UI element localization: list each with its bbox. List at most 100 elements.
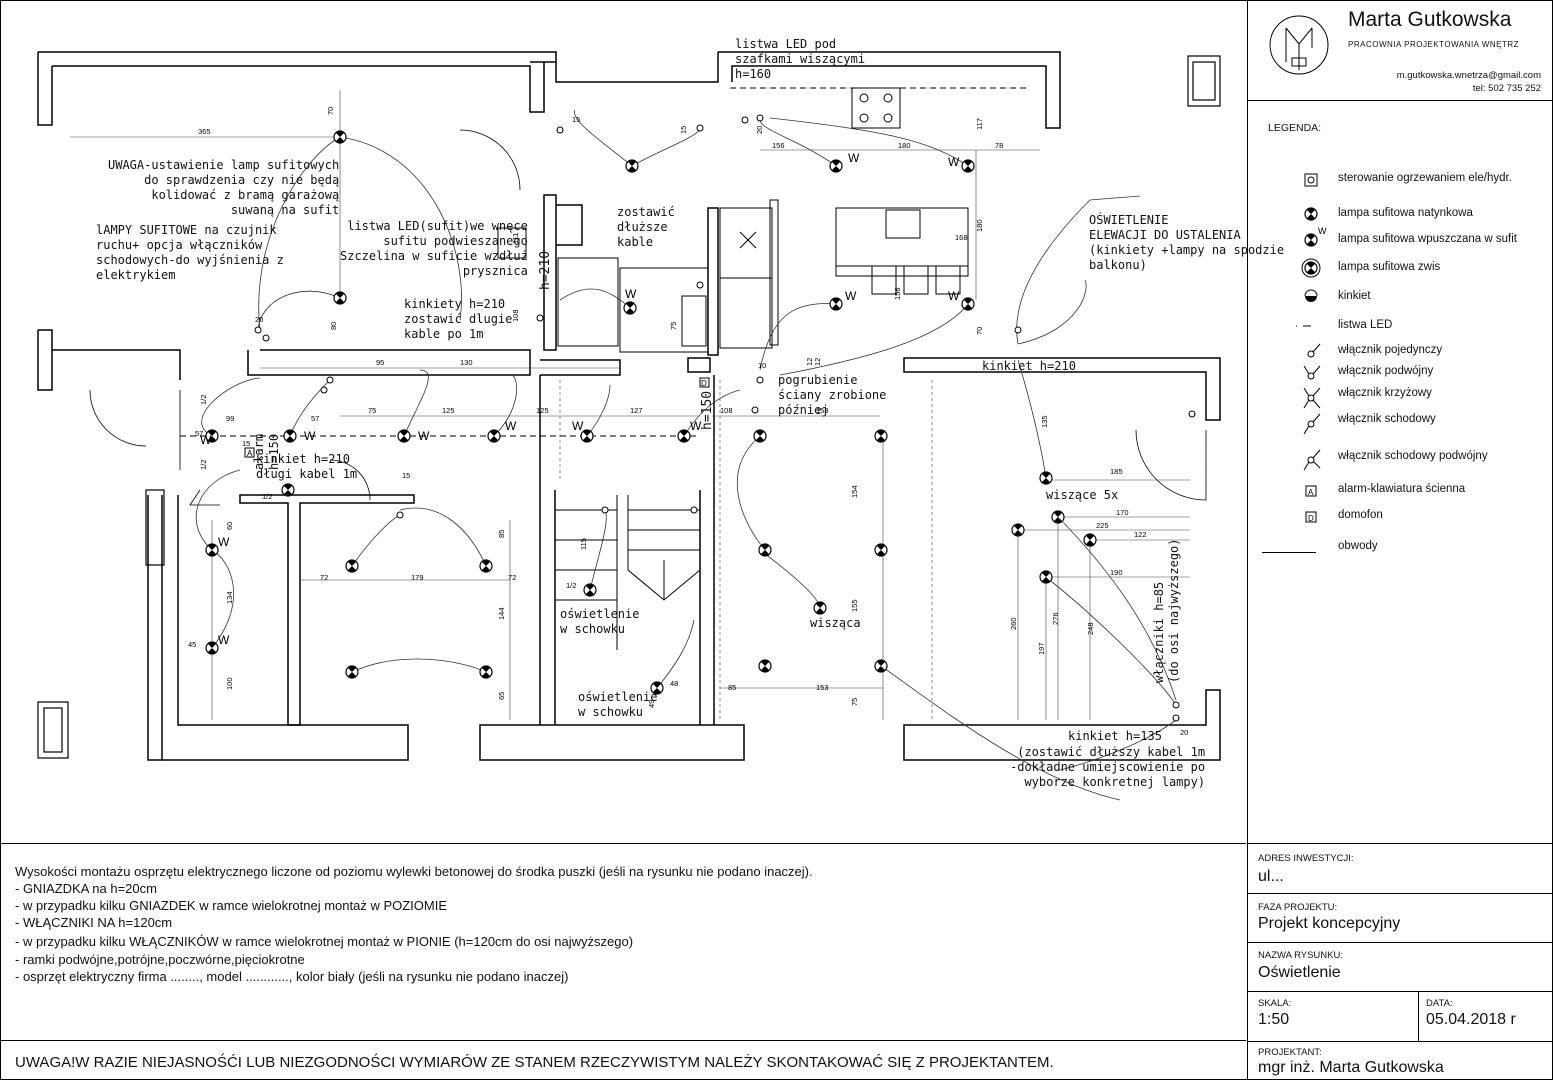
legend-item-double-stair-switch: włącznik schodowy podwójny (1338, 450, 1488, 462)
svg-text:48: 48 (670, 679, 678, 688)
single-switch-icon (1307, 343, 1321, 358)
svg-text:155: 155 (850, 599, 859, 612)
legend-item-heating: sterowanie ogrzewaniem ele/hydr. (1338, 172, 1512, 184)
svg-text:180: 180 (975, 219, 984, 232)
designer-value: mgr inż. Marta Gutkowska (1258, 1059, 1444, 1076)
brand-phone: tel: 502 735 252 (1472, 83, 1541, 94)
scale-value: 1:50 (1258, 1011, 1290, 1028)
svg-text:W: W (572, 419, 584, 433)
svg-text:78: 78 (995, 141, 1003, 150)
note-pendant: wisząca (810, 616, 861, 630)
legend-item-surface-lamp: lampa sufitowa natynkowa (1338, 207, 1473, 219)
svg-text:57: 57 (311, 414, 319, 423)
legend-item-circuits: obwody (1338, 540, 1378, 552)
door-swings (89, 129, 1207, 506)
svg-text:1/2: 1/2 (566, 581, 576, 590)
drawing-label: NAZWA RYSUNKU: (1258, 950, 1343, 961)
note-wall-lamp-210: kinkiet h=210 (982, 359, 1076, 373)
svg-text:20: 20 (755, 126, 764, 134)
svg-text:70: 70 (975, 327, 984, 335)
svg-text:1/2: 1/2 (199, 395, 208, 405)
svg-text:57: 57 (195, 429, 203, 438)
svg-text:134: 134 (225, 591, 234, 604)
stair-switch-icon (1303, 413, 1321, 435)
notes-divider (0, 1040, 1246, 1041)
note-line: - w przypadku kilku GNIAZDEK w ramce wie… (15, 898, 448, 913)
note-storage-light-2: oświetlenie w schowku (578, 690, 658, 719)
note-terrace-light: OŚWIETLENIE ELEWACJI DO USTALENIA (kinki… (1089, 213, 1285, 272)
svg-text:W: W (845, 289, 857, 303)
date-label: DATA: (1426, 998, 1453, 1009)
legend-symbols: W A D (1296, 173, 1327, 523)
svg-text:117: 117 (975, 118, 984, 130)
svg-text:D: D (1308, 514, 1314, 523)
svg-text:W: W (418, 429, 430, 443)
brand-logo-icon (1269, 15, 1329, 75)
svg-text:75: 75 (850, 698, 859, 706)
note-line: - ramki podwójne,potrójne,poczwórne,pięc… (15, 952, 305, 967)
legend-item-single-switch: włącznik pojedynczy (1338, 344, 1443, 356)
svg-text:179: 179 (411, 573, 424, 582)
legend-title: LEGENDA: (1268, 122, 1322, 134)
side-panel: Marta Gutkowska PRACOWNIA PROJEKTOWANIA … (1247, 0, 1553, 843)
svg-text:1/2: 1/2 (262, 492, 272, 501)
phase-value: Projekt koncepcyjny (1258, 915, 1401, 932)
svg-text:15: 15 (242, 439, 250, 448)
svg-text:15: 15 (572, 115, 580, 124)
svg-text:99: 99 (226, 414, 234, 423)
title-block: ADRES INWESTYCJI: ul... FAZA PROJEKTU: P… (1247, 843, 1553, 1080)
note-wall-lamp-135: kinkiet h=135 (1068, 729, 1162, 743)
svg-text:135: 135 (1040, 415, 1049, 428)
legend-item-intercom: domofon (1338, 509, 1383, 521)
staircase (555, 495, 701, 650)
svg-text:154: 154 (850, 485, 859, 498)
svg-text:276: 276 (1051, 612, 1060, 625)
recessed-ceiling-lamp-icon: W (1304, 226, 1327, 247)
note-line: - WŁĄCZNIKI NA h=120cm (15, 915, 173, 930)
scale-date-cell: SKALA: 1:50 DATA: 05.04.2018 r (1248, 992, 1553, 1042)
wall-lamp-icon (1304, 289, 1318, 302)
note-line: - w przypadku kilku WŁĄCZNIKÓW w ramce w… (15, 934, 634, 949)
svg-text:W: W (218, 633, 230, 647)
svg-text:108: 108 (720, 406, 733, 415)
designer-label: PROJEKTANT: (1258, 1047, 1322, 1058)
svg-text:130: 130 (460, 358, 473, 367)
svg-text:W: W (625, 287, 637, 301)
address-cell: ADRES INWESTYCJI: ul... (1248, 844, 1553, 894)
address-label: ADRES INWESTYCJI: (1258, 853, 1354, 864)
note-h150: h=150 (700, 390, 715, 430)
svg-text:248: 248 (1086, 622, 1095, 635)
svg-text:170: 170 (1116, 508, 1129, 517)
note-garage-warning: UWAGA-ustawienie lamp sufitowych do spra… (108, 158, 340, 217)
note-wall-lamps-bath: kinkiety h=210 zostawić dlugie kable po … (404, 297, 513, 341)
svg-text:156: 156 (772, 141, 785, 150)
svg-text:190: 190 (1110, 568, 1123, 577)
intercom-icon: D (1305, 511, 1317, 523)
svg-text:197: 197 (1037, 642, 1046, 655)
svg-text:10: 10 (758, 361, 766, 370)
note-switches-85: włączniki h=85 (do osi najwyższego) (1152, 538, 1181, 684)
note-pendants-5x: wiszące 5x (1046, 488, 1119, 502)
legend-item-double-switch: włącznik podwójny (1338, 365, 1434, 377)
svg-text:185: 185 (1110, 467, 1123, 476)
drawing-name-cell: NAZWA RYSUNKU: Oświetlenie (1248, 943, 1553, 992)
pendant-lamp-icon (1301, 258, 1321, 278)
svg-text:W: W (690, 419, 702, 433)
svg-text:85: 85 (497, 530, 506, 538)
svg-text:260: 260 (1009, 617, 1018, 630)
legend-item-cross-switch: włącznik krzyżowy (1338, 387, 1432, 399)
svg-text:W: W (505, 419, 517, 433)
legend-item-wall-lamp: kinkiet (1338, 290, 1371, 302)
brand-subtitle: PRACOWNIA PROJEKTOWANIA WNĘTRZ (1348, 40, 1520, 49)
legend-item-pendant-lamp: lampa sufitowa zwis (1338, 261, 1441, 273)
svg-text:225: 225 (1096, 521, 1109, 530)
svg-text:A: A (247, 449, 253, 458)
svg-text:W: W (948, 289, 960, 303)
cross-switch-icon (1303, 387, 1321, 409)
svg-text:75: 75 (669, 322, 678, 330)
heating-control-icon (1304, 173, 1318, 187)
svg-text:D: D (701, 379, 707, 388)
svg-text:125: 125 (442, 406, 455, 415)
svg-text:1/2: 1/2 (199, 460, 208, 470)
legend-item-recessed-lamp: lampa sufitowa wpuszczana w sufit (1338, 233, 1517, 245)
